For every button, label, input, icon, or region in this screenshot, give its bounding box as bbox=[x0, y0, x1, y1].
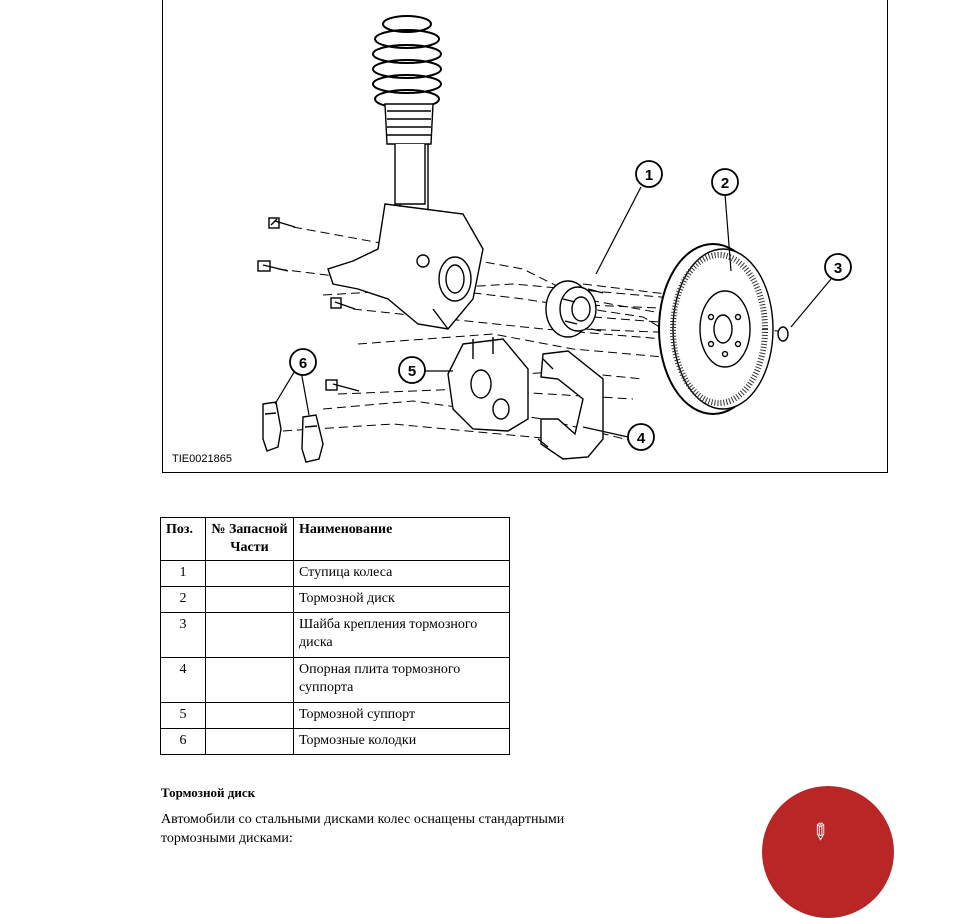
pencil-icon: ✎ bbox=[803, 817, 835, 848]
row-part-no bbox=[205, 560, 294, 587]
row-name: Тормозные колодки bbox=[293, 728, 510, 755]
row-part-no bbox=[205, 657, 294, 703]
section-title: Тормозной диск bbox=[161, 785, 256, 800]
row-pos: 3 bbox=[160, 612, 206, 658]
header-pos: Поз. bbox=[160, 517, 206, 561]
callout-6-label: 6 bbox=[299, 355, 307, 372]
callout-3 bbox=[824, 253, 852, 281]
brake-assembly-drawing: 1 2 3 4 5 6 bbox=[257, 15, 852, 463]
callout-5 bbox=[398, 356, 426, 384]
parts-table: Поз. № Запасной Части Наименование 1 Сту… bbox=[160, 517, 510, 755]
row-part-no bbox=[205, 586, 294, 613]
row-name: Шайба крепления тормозного диска bbox=[293, 612, 510, 658]
table-row: 1 Ступица колеса bbox=[160, 560, 510, 587]
table-header-row: Поз. № Запасной Части Наименование bbox=[160, 517, 510, 561]
row-name: Тормозной суппорт bbox=[293, 702, 510, 729]
callout-1 bbox=[635, 160, 663, 188]
callout-3-label: 3 bbox=[834, 260, 842, 277]
table-row: 5 Тормозной суппорт bbox=[160, 702, 510, 729]
row-pos: 2 bbox=[160, 586, 206, 613]
callout-5-label: 5 bbox=[408, 363, 416, 380]
row-pos: 6 bbox=[160, 728, 206, 755]
row-name: Опорная плита тормозного суппорта bbox=[293, 657, 510, 703]
exploded-diagram: 1 2 3 4 5 6 TIE0021865 bbox=[162, 0, 888, 473]
header-part-no: № Запасной Части bbox=[205, 517, 294, 561]
table-row: 4 Опорная плита тормозного суппорта bbox=[160, 657, 510, 703]
callout-2-label: 2 bbox=[721, 175, 729, 192]
row-pos: 5 bbox=[160, 702, 206, 729]
callout-2 bbox=[711, 168, 739, 196]
edit-fab-button[interactable]: ✎ bbox=[762, 786, 894, 918]
callout-4 bbox=[627, 423, 655, 451]
row-name: Тормозной диск bbox=[293, 586, 510, 613]
row-part-no bbox=[205, 728, 294, 755]
header-name: Наименование bbox=[293, 517, 510, 561]
callout-6 bbox=[289, 348, 317, 376]
callout-4-label: 4 bbox=[637, 430, 646, 447]
table-row: 6 Тормозные колодки bbox=[160, 728, 510, 755]
callout-1-label: 1 bbox=[645, 167, 653, 184]
row-name: Ступица колеса bbox=[293, 560, 510, 587]
row-part-no bbox=[205, 702, 294, 729]
table-row: 3 Шайба крепления тормозного диска bbox=[160, 612, 510, 658]
row-pos: 4 bbox=[160, 657, 206, 703]
row-pos: 1 bbox=[160, 560, 206, 587]
figure-code: TIE0021865 bbox=[172, 453, 232, 465]
section-paragraph: Автомобили со стальными дисками колес ос… bbox=[161, 812, 565, 846]
row-part-no bbox=[205, 612, 294, 658]
table-row: 2 Тормозной диск bbox=[160, 586, 510, 613]
